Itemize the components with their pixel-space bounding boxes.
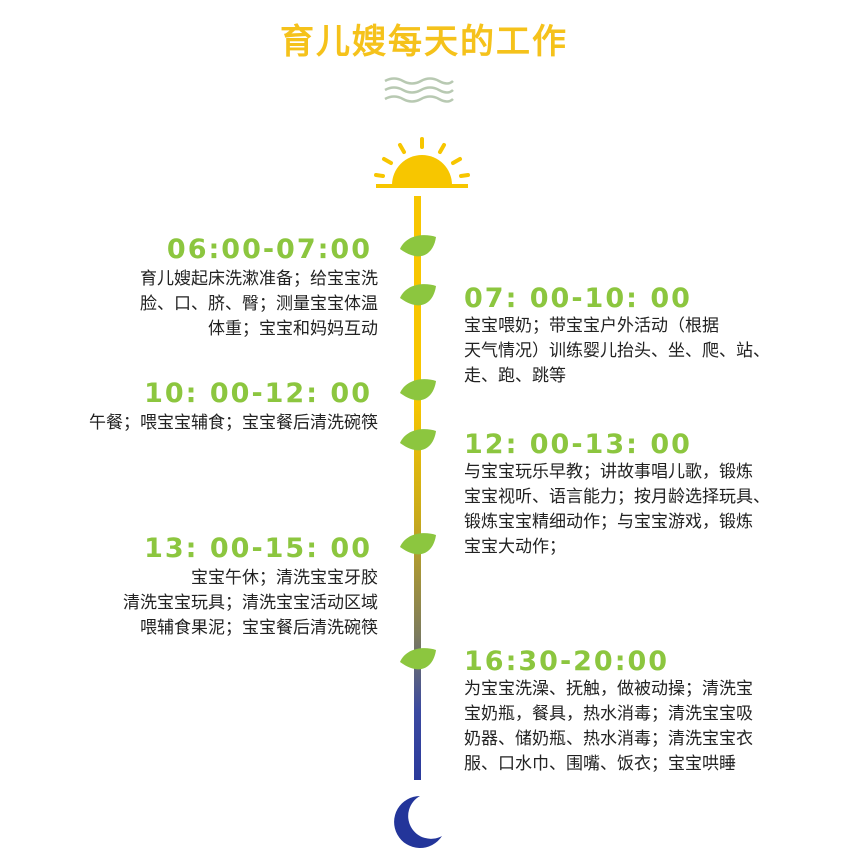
- leaf-icon: [400, 533, 436, 555]
- moon-icon: [394, 796, 442, 848]
- time-range-label: 06:00-07:00: [166, 234, 372, 265]
- task-description: 育儿嫂起床洗漱准备；给宝宝洗 脸、口、脐、臀；测量宝宝体温 体重；宝宝和妈妈互动: [140, 267, 378, 342]
- task-line: 体重；宝宝和妈妈互动: [208, 319, 378, 339]
- task-line: 奶器、储奶瓶、热水消毒；清洗宝宝衣: [464, 729, 753, 749]
- task-line: 育儿嫂起床洗漱准备；给宝宝洗: [140, 269, 378, 289]
- task-line: 锻炼宝宝精细动作；与宝宝游戏，锻炼: [464, 512, 753, 532]
- task-line: 宝宝午休；清洗宝宝牙胶: [191, 568, 378, 588]
- task-line: 宝奶瓶，餐具，热水消毒；清洗宝宝吸: [464, 704, 753, 724]
- timeline-axis: [414, 196, 421, 780]
- task-line: 宝宝喂奶；带宝宝户外活动（根据: [464, 316, 719, 336]
- time-range-label: 16:30-20:00: [464, 646, 670, 677]
- task-line: 午餐；喂宝宝辅食；宝宝餐后清洗碗筷: [89, 413, 378, 433]
- time-range-label: 13: 00-15: 00: [144, 533, 372, 564]
- task-line: 服、口水巾、围嘴、饭衣；宝宝哄睡: [464, 754, 736, 774]
- task-description: 宝宝午休；清洗宝宝牙胶 清洗宝宝玩具；清洗宝宝活动区域 喂辅食果泥；宝宝餐后清洗…: [123, 566, 378, 641]
- leaf-icon: [400, 235, 436, 257]
- task-line: 宝宝大动作；: [464, 537, 566, 557]
- task-line: 走、跑、跳等: [464, 366, 566, 386]
- task-line: 清洗宝宝玩具；清洗宝宝活动区域: [123, 593, 378, 613]
- leaf-icon: [400, 648, 436, 670]
- task-description: 午餐；喂宝宝辅食；宝宝餐后清洗碗筷: [89, 411, 378, 436]
- task-line: 脸、口、脐、臀；测量宝宝体温: [140, 294, 378, 314]
- task-line: 天气情况）训练婴儿抬头、坐、爬、站、: [464, 341, 770, 361]
- leaf-icon: [400, 429, 436, 451]
- task-description: 宝宝喂奶；带宝宝户外活动（根据 天气情况）训练婴儿抬头、坐、爬、站、 走、跑、跳…: [464, 314, 770, 389]
- leaf-icon: [400, 284, 436, 306]
- wave-lines-icon: [384, 77, 454, 103]
- sun-icon: [374, 137, 470, 188]
- time-range-label: 12: 00-13: 00: [464, 429, 692, 460]
- leaf-icon: [400, 379, 436, 401]
- task-line: 与宝宝玩乐早教；讲故事唱儿歌，锻炼: [464, 462, 753, 482]
- time-range-label: 10: 00-12: 00: [144, 378, 372, 409]
- page-title: 育儿嫂每天的工作: [280, 22, 568, 62]
- task-description: 与宝宝玩乐早教；讲故事唱儿歌，锻炼 宝宝视听、语言能力；按月龄选择玩具、 锻炼宝…: [464, 460, 770, 560]
- task-description: 为宝宝洗澡、抚触，做被动操；清洗宝 宝奶瓶，餐具，热水消毒；清洗宝宝吸 奶器、储…: [464, 677, 753, 777]
- task-line: 宝宝视听、语言能力；按月龄选择玩具、: [464, 487, 770, 507]
- task-line: 为宝宝洗澡、抚触，做被动操；清洗宝: [464, 679, 753, 699]
- time-range-label: 07: 00-10: 00: [464, 283, 692, 314]
- task-line: 喂辅食果泥；宝宝餐后清洗碗筷: [140, 618, 378, 638]
